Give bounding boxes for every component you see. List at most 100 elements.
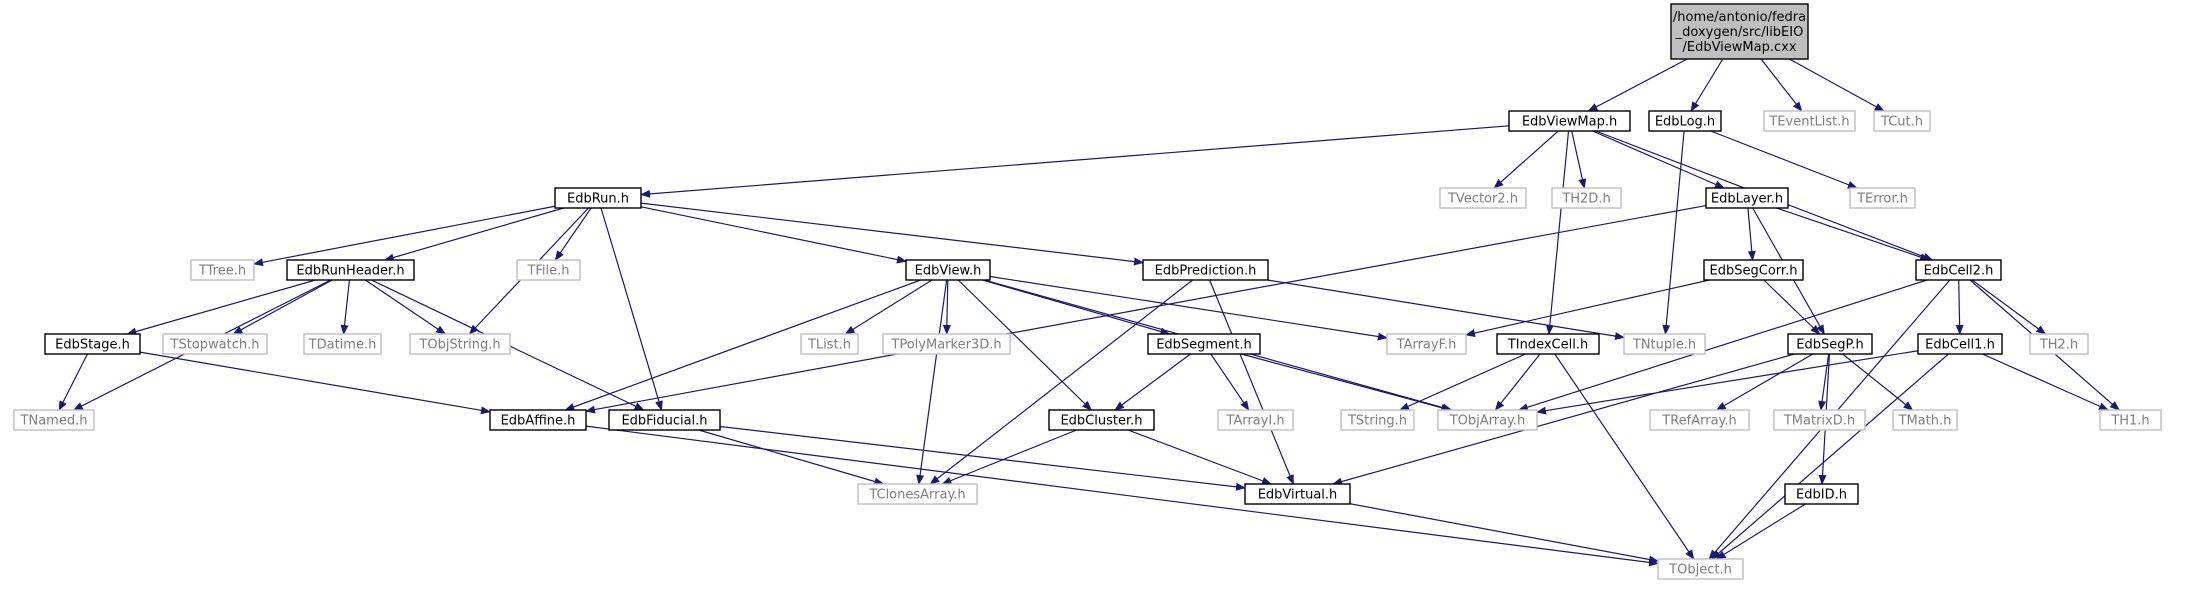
edge-edb-run-header-to-tdatime: [340, 279, 351, 335]
node-box: [800, 333, 859, 355]
edge-edb-cell1-to-tobject: [1711, 353, 1949, 560]
node-edb-view[interactable]: EdbView.h: [905, 259, 991, 281]
edge-edb-stage-to-tnamed: [58, 353, 88, 411]
node-label: TObjArray.h: [1449, 414, 1526, 429]
node-tarray-f: TArrayF.h: [1386, 333, 1467, 355]
node-label: TMath.h: [1898, 414, 1952, 429]
edge-edb-run-header-to-tobj-string: [364, 279, 447, 335]
node-box: [1048, 409, 1155, 431]
edge-edb-run-to-tfile: [554, 207, 592, 261]
edge-edb-view-to-edb-segment: [982, 279, 1171, 336]
node-label: EdbStage.h: [55, 338, 130, 353]
node-box: [409, 333, 511, 355]
node-edb-seg-p[interactable]: EdbSegP.h: [1787, 333, 1873, 355]
node-root[interactable]: /home/antonio/fedra_doxygen/src/libEIO/E…: [1670, 3, 1809, 60]
node-edb-cluster[interactable]: EdbCluster.h: [1048, 409, 1155, 431]
edge-edb-seg-p-to-tref-array: [1715, 353, 1814, 411]
node-edb-seg-corr[interactable]: EdbSegCorr.h: [1703, 259, 1804, 281]
edge-tindex-cell-to-tobject: [1554, 353, 1695, 560]
node-box: [1763, 110, 1856, 132]
node-label: TNamed.h: [20, 414, 88, 429]
node-box: [1784, 483, 1859, 505]
edge-edb-stage-to-edb-affine: [139, 351, 491, 415]
node-edb-stage[interactable]: EdbStage.h: [44, 333, 141, 355]
node-box: [2029, 333, 2089, 355]
node-edb-layer[interactable]: EdbLayer.h: [1705, 187, 1789, 209]
edge-edb-layer-to-edb-affine: [585, 204, 1707, 414]
node-label: TTree.h: [198, 264, 246, 279]
node-label: TClonesArray.h: [868, 488, 965, 503]
edge-edb-seg-p-to-tmatrix-d: [1818, 353, 1830, 411]
node-label: EdbRunHeader.h: [296, 264, 404, 279]
edge-edb-run-header-to-tstopwatch: [232, 279, 333, 335]
node-label: EdbCell1.h: [1925, 338, 1995, 353]
node-edb-fiducial[interactable]: EdbFiducial.h: [608, 409, 721, 431]
node-edb-prediction[interactable]: EdbPrediction.h: [1142, 259, 1269, 281]
node-edb-run-header[interactable]: EdbRunHeader.h: [286, 259, 415, 281]
node-edb-run[interactable]: EdbRun.h: [554, 187, 642, 209]
node-tclones-array: TClonesArray.h: [857, 483, 978, 505]
edge-edb-layer-to-edb-cell2: [1776, 207, 1931, 261]
node-tlist: TList.h: [800, 333, 859, 355]
edge-edb-log-to-terror: [1710, 130, 1858, 189]
node-box: [882, 333, 1011, 355]
node-box: [608, 409, 721, 431]
node-box: [1703, 259, 1804, 281]
node-box: [1849, 187, 1916, 209]
edge-root-to-tevent-list: [1760, 58, 1803, 112]
node-box: [1670, 3, 1809, 60]
node-box: [303, 333, 382, 355]
node-tindex-cell[interactable]: TIndexCell.h: [1496, 333, 1600, 355]
node-label: TList.h: [807, 338, 851, 353]
node-box: [1217, 409, 1294, 431]
edge-edb-view-map-to-edb-run: [640, 125, 1510, 198]
node-th2-d: TH2D.h: [1551, 187, 1622, 209]
edge-edb-view-to-edb-cluster: [957, 279, 1092, 411]
edge-tindex-cell-to-tobj-array: [1494, 353, 1541, 411]
edge-edb-view-to-tclones-array: [916, 279, 948, 485]
edge-edb-seg-corr-to-tarray-f: [1465, 279, 1710, 337]
edge-edb-cell1-to-th1: [1982, 353, 2109, 411]
edge-edb-seg-p-to-edb-virtual: [1332, 353, 1795, 486]
edge-edb-view-map-to-tvector2: [1493, 130, 1559, 189]
node-edb-view-map[interactable]: EdbViewMap.h: [1508, 110, 1631, 132]
edge-edb-segment-to-edb-cluster: [1114, 353, 1191, 411]
edge-edb-layer-to-edb-seg-corr: [1747, 207, 1756, 261]
node-edb-log[interactable]: EdbLog.h: [1648, 110, 1722, 132]
node-box: [554, 187, 642, 209]
node-edb-virtual[interactable]: EdbVirtual.h: [1244, 483, 1351, 505]
node-label: TPolyMarker3D.h: [890, 338, 1001, 353]
node-box: [1705, 187, 1789, 209]
edge-edb-run-to-ttree: [253, 205, 556, 267]
node-box: [1340, 409, 1415, 431]
node-tref-array: TRefArray.h: [1649, 409, 1750, 431]
node-box: [1142, 259, 1269, 281]
node-label: TIndexCell.h: [1507, 338, 1588, 353]
node-box: [489, 409, 587, 431]
node-box: [190, 259, 255, 281]
node-edb-cell2[interactable]: EdbCell2.h: [1915, 259, 2002, 281]
node-label: EdbSegment.h: [1156, 338, 1252, 353]
node-label: TEventList.h: [1768, 115, 1849, 130]
node-tnamed: TNamed.h: [13, 409, 95, 431]
edge-edb-view-to-edb-affine: [564, 279, 921, 411]
node-ttree: TTree.h: [190, 259, 255, 281]
node-edb-segment[interactable]: EdbSegment.h: [1147, 333, 1261, 355]
node-label: TFile.h: [526, 264, 569, 279]
node-edb-cell1[interactable]: EdbCell1.h: [1917, 333, 2003, 355]
edge-edb-id-to-tobject: [1715, 503, 1806, 560]
node-label: EdbFiducial.h: [621, 414, 707, 429]
node-label: EdbVirtual.h: [1258, 488, 1338, 503]
node-tobj-array: TObjArray.h: [1437, 409, 1538, 431]
edge-edb-prediction-to-edb-virtual: [1209, 279, 1294, 485]
node-edb-id[interactable]: EdbID.h: [1784, 483, 1859, 505]
edge-edb-view-map-to-th2-d: [1571, 130, 1587, 189]
node-label: TH2.h: [2039, 338, 2078, 353]
edge-edb-cell2-to-edb-cell1: [1955, 279, 1964, 335]
node-label: TH1.h: [2110, 414, 2149, 429]
node-label: TDatime.h: [308, 338, 377, 353]
node-label: TString.h: [1347, 414, 1407, 429]
node-edb-affine[interactable]: EdbAffine.h: [489, 409, 587, 431]
node-box: [1915, 259, 2002, 281]
node-tntuple: TNtuple.h: [1623, 333, 1706, 355]
